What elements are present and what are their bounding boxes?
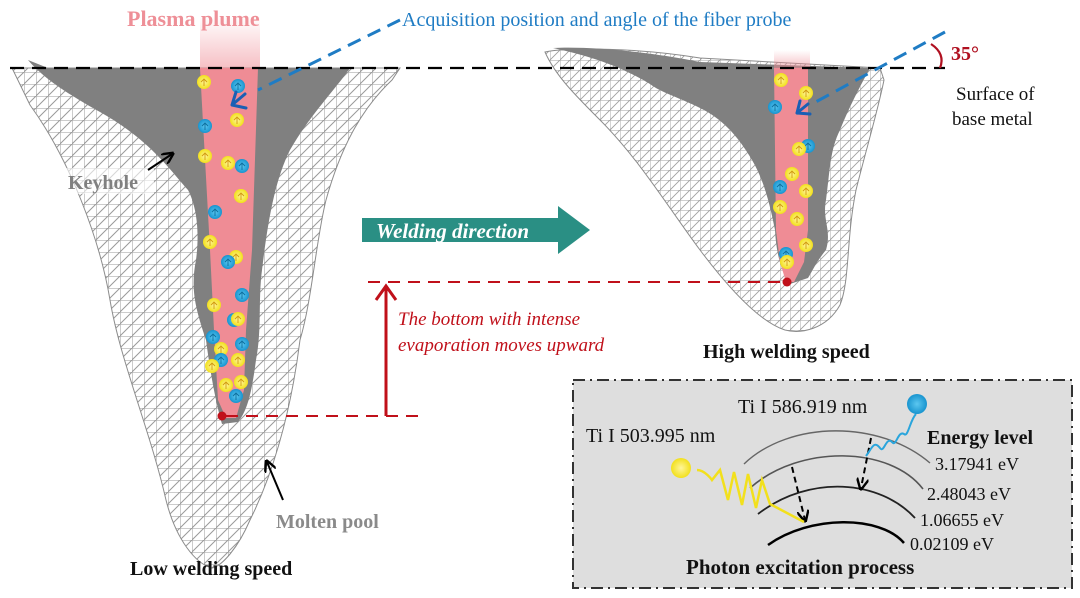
angle-arc-icon: [930, 43, 943, 69]
particle-glyph-icon: [211, 208, 219, 216]
particle-glyph-icon: [793, 215, 801, 223]
particle-glyph-icon: [234, 356, 242, 364]
particle-glyph-icon: [771, 103, 779, 111]
level-arc-0: [767, 521, 905, 547]
particle-glyph-icon: [238, 162, 246, 170]
photon-wave-yellow: [696, 467, 805, 524]
level-arc-3: [743, 430, 931, 465]
line-a-label: Ti I 503.995 nm: [586, 425, 716, 447]
surface-label-line2: base metal: [952, 109, 1033, 130]
transition-arrow-a: [791, 466, 805, 520]
particle-glyph-icon: [238, 340, 246, 348]
probe-line-high: [811, 30, 946, 106]
particle-glyph-icon: [783, 258, 791, 266]
particle-glyph-icon: [208, 362, 216, 370]
level-arc-1: [757, 485, 916, 519]
particle-glyph-icon: [217, 356, 225, 364]
probe-label: Acquisition position and angle of the fi…: [402, 9, 791, 31]
inset-box: [572, 379, 1073, 589]
particle-glyph-icon: [776, 183, 784, 191]
high-speed-weld: [544, 47, 885, 332]
particle-glyph-icon: [224, 159, 232, 167]
particle-glyph-icon: [237, 192, 245, 200]
keyhole-low: [28, 60, 350, 424]
particle-glyph-icon: [201, 152, 209, 160]
particle-glyph-icon: [788, 170, 796, 178]
energy-level-3: 3.17941 eV: [935, 454, 1019, 474]
line-b-label: Ti I 586.919 nm: [738, 396, 868, 418]
particle-glyph-icon: [802, 89, 810, 97]
photon-source-blue-icon: [907, 394, 927, 414]
particle-glyph-icon: [237, 378, 245, 386]
plasma-plume-glow-low: [200, 16, 260, 68]
keyhole-label: Keyhole: [68, 172, 138, 194]
welding-direction-label: Welding direction: [376, 219, 529, 243]
particle-glyph-icon: [804, 142, 812, 150]
particle-glyph-icon: [206, 238, 214, 246]
evaporation-label-line2: evaporation moves upward: [398, 335, 605, 356]
particle-glyph-icon: [238, 291, 246, 299]
molten-pool-arrow-icon: [267, 462, 284, 501]
particles: [197, 73, 815, 403]
welding-direction-arrow: Welding direction: [362, 206, 590, 254]
probe-line-low: [257, 18, 401, 92]
particle-glyph-icon: [217, 345, 225, 353]
particle-glyph-icon: [802, 241, 810, 249]
probe-arrow-low-icon: [230, 90, 248, 110]
plasma-plume-glow-high: [774, 50, 810, 68]
particle-glyph-icon: [232, 253, 240, 261]
energy-level-0: 0.02109 eV: [910, 534, 994, 554]
low-speed-weld: [11, 16, 401, 569]
particle-glyph-icon: [795, 145, 803, 153]
particle-glyph-icon: [802, 187, 810, 195]
particle-glyph-icon: [224, 258, 232, 266]
upward-arrow-icon: [374, 283, 398, 301]
evaporation-label-line1: The bottom with intense: [398, 309, 580, 330]
particle-glyph-icon: [201, 122, 209, 130]
transition-arrow-b: [861, 437, 872, 488]
angle-label: 35°: [951, 43, 979, 65]
inset-title: Photon excitation process: [686, 555, 914, 579]
photon-excitation-inset: Ti I 503.995 nm Ti I 586.919 nm Energy l…: [572, 379, 1073, 589]
particle-glyph-icon: [200, 78, 208, 86]
bottom-point-high: [782, 277, 792, 287]
energy-level-title: Energy level: [927, 427, 1034, 449]
particle-glyph-icon: [776, 203, 784, 211]
particle-glyph-icon: [777, 76, 785, 84]
inset-particles: [671, 394, 927, 478]
molten-pool-label: Molten pool: [276, 511, 379, 533]
particle-glyph-icon: [222, 381, 230, 389]
keyhole-arrow-icon: [147, 154, 172, 171]
particle-glyph-icon: [209, 333, 217, 341]
probe-arrow-high-icon: [795, 99, 812, 116]
plasma-plume-label: Plasma plume: [127, 6, 260, 31]
photon-wave-blue: [865, 413, 917, 457]
particle-glyph-icon: [210, 301, 218, 309]
particle-glyph-icon: [233, 116, 241, 124]
particle-glyph-icon: [234, 315, 242, 323]
bottom-point-low: [217, 411, 227, 421]
energy-level-1: 1.06655 eV: [920, 510, 1004, 530]
particle-glyph-icon: [232, 392, 240, 400]
energy-level-2: 2.48043 eV: [927, 484, 1011, 504]
photon-source-yellow-icon: [671, 458, 691, 478]
high-speed-label: High welding speed: [703, 341, 870, 363]
low-speed-label: Low welding speed: [130, 558, 292, 580]
level-arc-2: [749, 455, 924, 490]
particle-glyph-icon: [234, 82, 242, 90]
surface-label-line1: Surface of: [956, 84, 1035, 105]
